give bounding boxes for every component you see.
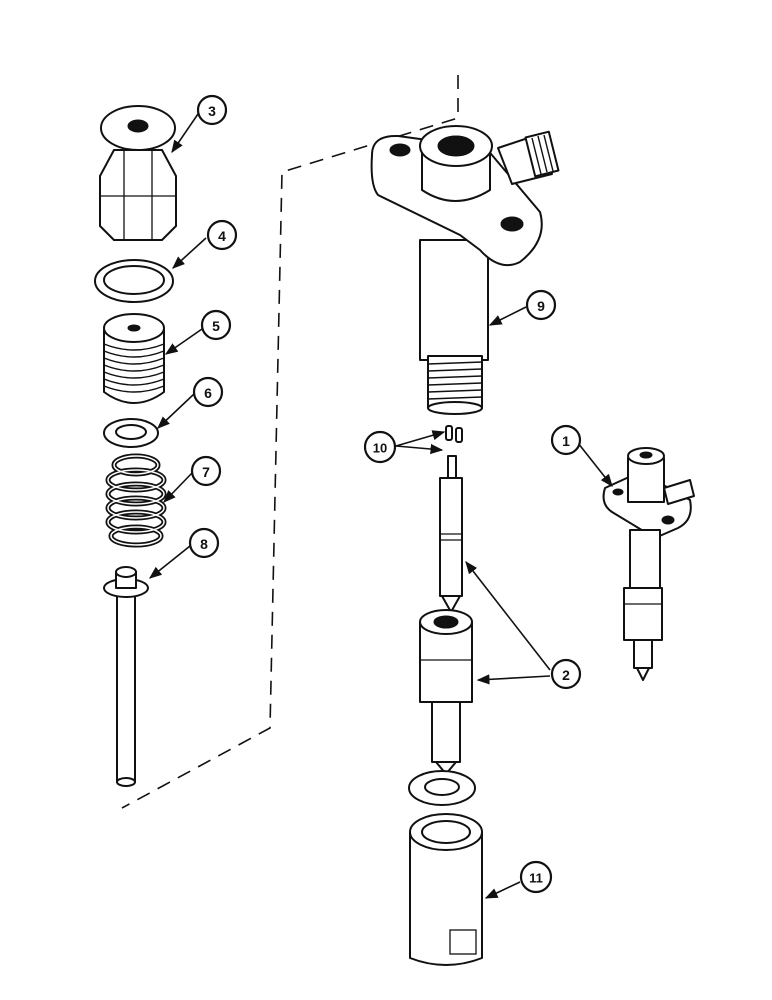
part-8-spindle (103, 566, 149, 787)
callout-7-label: 7 (202, 464, 210, 480)
callout-6-label: 6 (204, 385, 212, 401)
callout-1: 1 (550, 424, 582, 456)
callout-3-label: 3 (208, 103, 216, 119)
part-10-dowel-pins (445, 425, 463, 443)
part-4-washer (94, 259, 174, 303)
part-6-shim-washer (103, 418, 159, 448)
part-9-injector-body (370, 125, 560, 415)
callout-10: 10 (363, 430, 397, 464)
part-2-nozzle-needle (439, 455, 463, 613)
nozzle-washer (408, 770, 476, 806)
part-3-cap-nut (99, 105, 177, 241)
callout-5: 5 (200, 309, 232, 341)
leader-lines (149, 113, 613, 899)
callout-11: 11 (519, 860, 553, 894)
callout-6: 6 (192, 376, 224, 408)
callout-4-label: 4 (218, 228, 226, 244)
part-2-nozzle-body (419, 609, 473, 775)
callout-9-label: 9 (537, 298, 545, 314)
callout-10-label: 10 (373, 441, 387, 456)
part-7-spring (105, 453, 167, 548)
part-5-adjusting-screw (103, 313, 165, 404)
callout-8-label: 8 (200, 536, 208, 552)
callout-4: 4 (206, 219, 238, 251)
callout-5-label: 5 (212, 318, 220, 334)
alignment-dashed-line (121, 75, 459, 809)
callout-7: 7 (190, 455, 222, 487)
callout-9: 9 (525, 289, 557, 321)
callout-1-label: 1 (562, 433, 570, 449)
callout-3: 3 (196, 94, 228, 126)
callout-2: 2 (550, 658, 582, 690)
part-1-injector-assembly (602, 447, 695, 681)
callout-2-label: 2 (562, 667, 570, 683)
callout-11-label: 11 (529, 871, 543, 886)
part-11-nozzle-nut (409, 813, 483, 966)
callout-8: 8 (188, 527, 220, 559)
